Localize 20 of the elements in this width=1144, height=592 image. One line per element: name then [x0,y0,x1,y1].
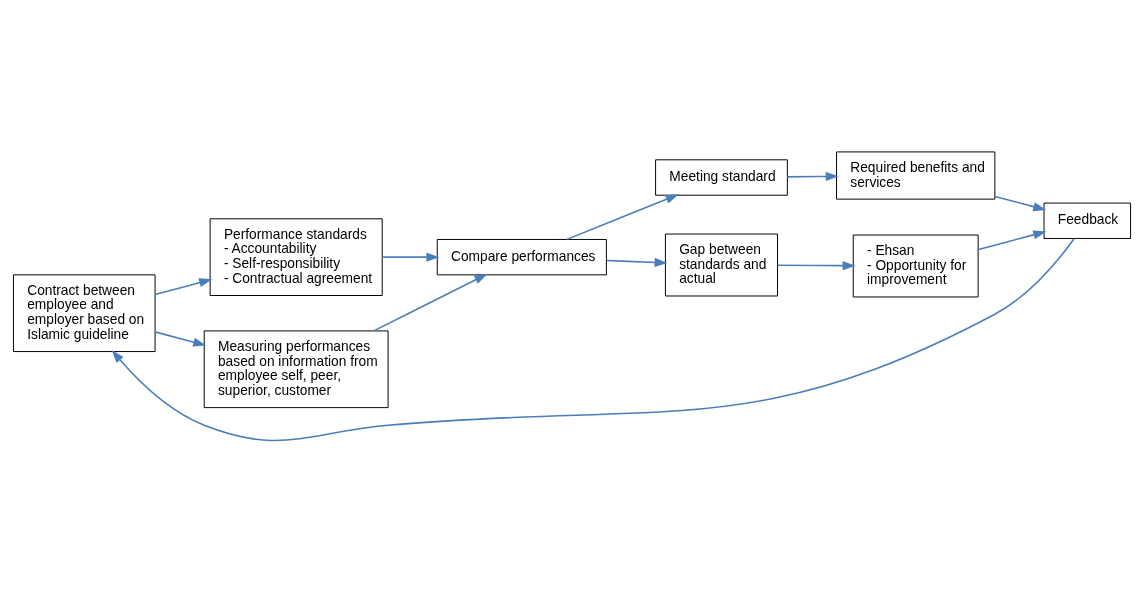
node-box: Measuring performances based on information from employee self, peer, superior, customer [203,329,389,408]
arrow [111,237,1075,441]
arrow [381,252,440,262]
node-box: Meeting standard [655,158,788,196]
arrow [154,330,207,347]
node-box: Compare performances [436,238,607,275]
node-box: Feedback [1043,202,1132,239]
arrow [977,229,1047,250]
arrow [776,260,856,270]
node-box: - Ehsan - Opportunity for improvement [852,234,979,297]
arrow [605,257,668,267]
arrow [994,195,1047,211]
node-box: Gap between standards and actual [664,233,778,296]
arrow [154,277,213,295]
arrow [786,171,839,181]
arrow [566,193,679,240]
node-box: Required benefits and services [836,150,996,200]
arrow [373,273,488,332]
node-box: Performance standards - Accountability - Self-responsibility - Contractual agreement [209,217,383,296]
node-box: Contract between employee and employer based on Islamic guideline [12,273,156,352]
